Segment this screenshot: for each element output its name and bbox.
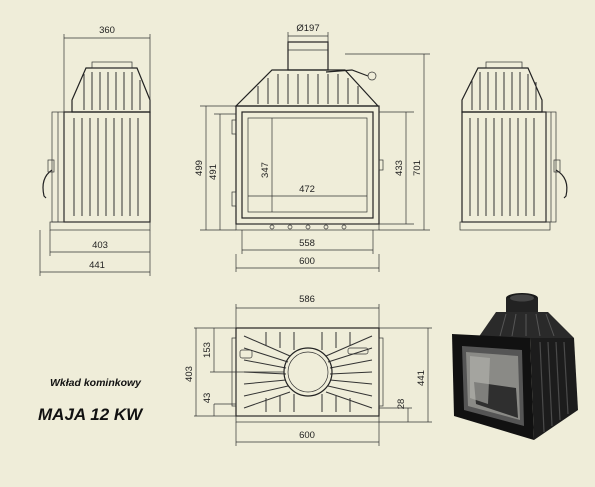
caption-subtitle: Wkład kominkowy (50, 377, 142, 389)
front-view: Ø197 347 472 499 491 433 701 558 600 (194, 23, 430, 272)
front-door-height: 433 (394, 160, 405, 176)
top-depth-left: 403 (184, 366, 195, 382)
side-top-depth: 360 (99, 25, 115, 36)
top-pipe-offset: 153 (202, 342, 213, 358)
side-bottom-depth: 403 (92, 240, 108, 251)
front-glass-width: 472 (299, 184, 315, 195)
top-right-offset: 28 (396, 399, 407, 410)
front-body-height: 499 (194, 160, 205, 176)
front-frame-width: 558 (299, 238, 315, 249)
front-pipe-diameter: Ø197 (296, 23, 319, 34)
caption-title: MAJA 12 KW (38, 405, 144, 424)
top-low-offset: 43 (202, 393, 213, 404)
product-3d-picture (452, 293, 578, 440)
top-view: 586 600 403 153 43 441 28 (184, 294, 432, 446)
front-inner-height: 491 (208, 164, 219, 180)
side-total-depth: 441 (89, 260, 105, 271)
caption: Wkład kominkowy MAJA 12 KW (38, 377, 144, 424)
side-view-right (459, 61, 568, 231)
front-total-width: 600 (299, 256, 315, 267)
top-bottom-width: 600 (299, 430, 315, 441)
top-depth-right: 441 (416, 370, 427, 386)
front-glass-height: 347 (260, 162, 271, 178)
side-view-left: 360 403 441 (39, 25, 151, 276)
front-total-height: 701 (412, 160, 423, 176)
top-width: 586 (299, 294, 315, 305)
